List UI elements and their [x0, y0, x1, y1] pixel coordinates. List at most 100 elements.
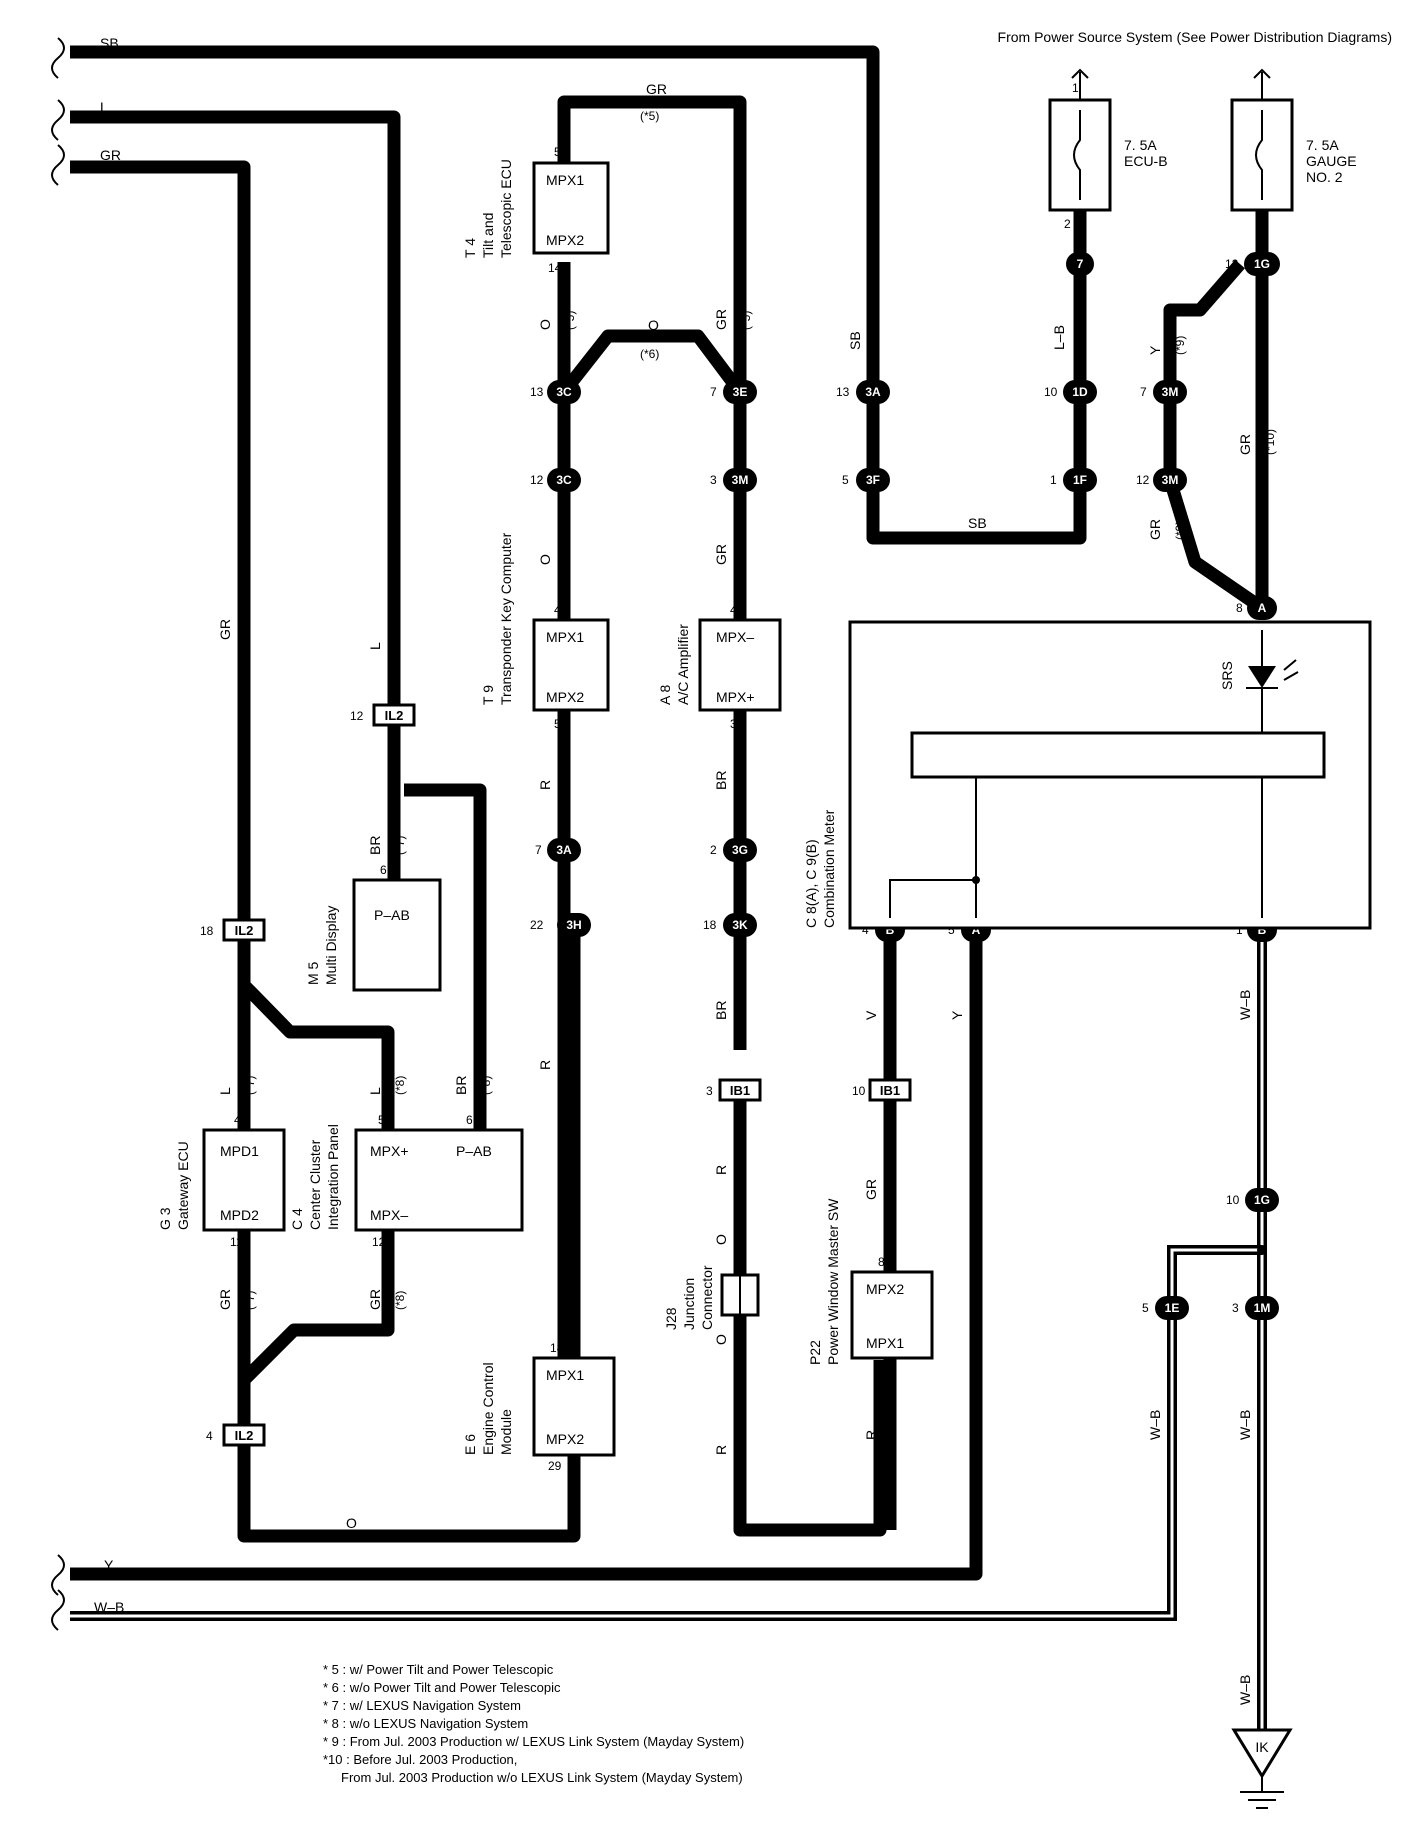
svg-text:Telescopic ECU: Telescopic ECU	[498, 159, 514, 258]
svg-text:1: 1	[1050, 473, 1057, 487]
svg-text:29: 29	[548, 1459, 562, 1473]
svg-text:3C: 3C	[556, 473, 572, 487]
svg-text:V: V	[863, 1010, 879, 1020]
svg-text:8: 8	[1236, 601, 1243, 615]
svg-text:GR: GR	[863, 1179, 879, 1200]
svg-text:T 9: T 9	[480, 685, 496, 705]
svg-text:10: 10	[852, 1084, 866, 1098]
svg-text:7: 7	[535, 843, 542, 857]
svg-text:MPX2: MPX2	[546, 1431, 584, 1447]
svg-text:MPX1: MPX1	[546, 629, 584, 645]
svg-text:5: 5	[554, 145, 561, 159]
svg-text:Module: Module	[498, 1409, 514, 1455]
svg-text:W–B: W–B	[1237, 990, 1253, 1020]
component-g3-gateway-ecu: MPD1 MPD2 4 11 G 3 Gateway ECU	[157, 1113, 286, 1249]
svg-text:3M: 3M	[1162, 473, 1179, 487]
svg-text:3: 3	[730, 717, 737, 731]
svg-text:Tilt and: Tilt and	[480, 213, 496, 258]
svg-text:GR: GR	[1147, 519, 1163, 540]
svg-text:R: R	[537, 1060, 553, 1070]
svg-text:12: 12	[1225, 257, 1239, 271]
svg-text:W–B: W–B	[1237, 1675, 1253, 1705]
svg-text:SRS: SRS	[1219, 661, 1235, 690]
svg-text:P22: P22	[807, 1340, 823, 1365]
fuse-ecu-b: 1 2 7. 5A ECU-B	[1048, 68, 1168, 231]
svg-text:W–B: W–B	[1147, 1410, 1163, 1440]
svg-text:1G: 1G	[1254, 1193, 1270, 1207]
svg-text:(*8): (*8)	[479, 1076, 493, 1095]
svg-text:3H: 3H	[566, 918, 581, 932]
svg-text:4: 4	[234, 1113, 241, 1127]
svg-text:12: 12	[350, 709, 364, 723]
svg-text:(*5): (*5)	[739, 311, 753, 330]
svg-text:From Jul. 2003 Production w/o: From Jul. 2003 Production w/o LEXUS Link…	[341, 1770, 743, 1785]
svg-text:3A: 3A	[865, 385, 881, 399]
svg-text:7: 7	[1140, 385, 1147, 399]
svg-text:Connector: Connector	[699, 1265, 715, 1330]
svg-text:1D: 1D	[1072, 385, 1088, 399]
svg-text:Y: Y	[949, 1010, 965, 1020]
svg-text:7: 7	[710, 385, 717, 399]
svg-text:GAUGE: GAUGE	[1306, 153, 1357, 169]
svg-text:12: 12	[372, 1235, 386, 1249]
svg-text:MPX+: MPX+	[716, 689, 755, 705]
svg-text:(*9): (*9)	[1173, 336, 1187, 355]
svg-text:4: 4	[554, 603, 561, 617]
svg-text:A: A	[972, 923, 981, 937]
svg-text:(*8): (*8)	[393, 1291, 407, 1310]
svg-text:IL2: IL2	[385, 708, 404, 723]
wire-break-marks	[51, 37, 65, 1631]
component-combination-meter: SRS C 8(A), C 9(B) Combination Meter	[803, 620, 1372, 930]
svg-text:GR: GR	[1237, 434, 1253, 455]
svg-text:L: L	[367, 642, 383, 650]
svg-text:7: 7	[1077, 257, 1084, 271]
ground-ik: IK	[1231, 1245, 1293, 1809]
svg-text:18: 18	[703, 918, 717, 932]
svg-text:8: 8	[878, 1255, 885, 1269]
svg-text:3K: 3K	[732, 918, 748, 932]
svg-text:O: O	[346, 1515, 357, 1531]
svg-text:GR: GR	[646, 81, 667, 97]
svg-text:22: 22	[530, 918, 544, 932]
svg-text:5: 5	[378, 1113, 385, 1127]
svg-text:IB1: IB1	[880, 1083, 900, 1098]
component-m5-multi-display: P–AB 6 M 5 Multi Display	[305, 863, 442, 992]
svg-text:O: O	[537, 554, 553, 565]
svg-text:GR: GR	[217, 619, 233, 640]
svg-text:7: 7	[876, 1363, 883, 1377]
svg-text:O: O	[648, 317, 659, 333]
svg-text:J28: J28	[663, 1307, 679, 1330]
svg-text:4: 4	[730, 603, 737, 617]
svg-text:IL2: IL2	[235, 923, 254, 938]
svg-text:IB1: IB1	[730, 1083, 750, 1098]
svg-text:1: 1	[1072, 81, 1079, 95]
svg-text:Gateway ECU: Gateway ECU	[175, 1141, 191, 1230]
svg-text:Integration Panel: Integration Panel	[325, 1124, 341, 1230]
svg-text:3E: 3E	[733, 385, 748, 399]
svg-text:R: R	[863, 1430, 879, 1440]
svg-text:3: 3	[1232, 1301, 1239, 1315]
svg-text:10: 10	[1044, 385, 1058, 399]
svg-text:MPX–: MPX–	[370, 1207, 408, 1223]
svg-text:(*6): (*6)	[640, 347, 659, 361]
svg-text:L: L	[217, 1087, 233, 1095]
svg-text:MPX2: MPX2	[546, 232, 584, 248]
svg-text:GR: GR	[217, 1289, 233, 1310]
svg-text:SB: SB	[847, 331, 863, 350]
svg-text:(*9): (*9)	[1173, 521, 1187, 540]
svg-text:B: B	[886, 923, 895, 937]
wires	[70, 45, 1269, 1581]
svg-text:5: 5	[948, 923, 955, 937]
svg-text:P–AB: P–AB	[456, 1143, 492, 1159]
svg-text:MPX1: MPX1	[866, 1335, 904, 1351]
svg-text:C 4: C 4	[289, 1208, 305, 1230]
svg-text:T 4: T 4	[462, 238, 478, 258]
component-j28-junction-connector: J28 Junction Connector	[663, 1265, 760, 1330]
svg-text:* 7 : w/ LEXUS Navigation Syst: * 7 : w/ LEXUS Navigation System	[323, 1698, 521, 1713]
svg-text:MPX1: MPX1	[546, 172, 584, 188]
svg-text:Power Window Master SW: Power Window Master SW	[825, 1198, 841, 1365]
svg-text:L: L	[367, 1087, 383, 1095]
svg-text:R: R	[713, 1445, 729, 1455]
svg-text:6: 6	[466, 1113, 473, 1127]
